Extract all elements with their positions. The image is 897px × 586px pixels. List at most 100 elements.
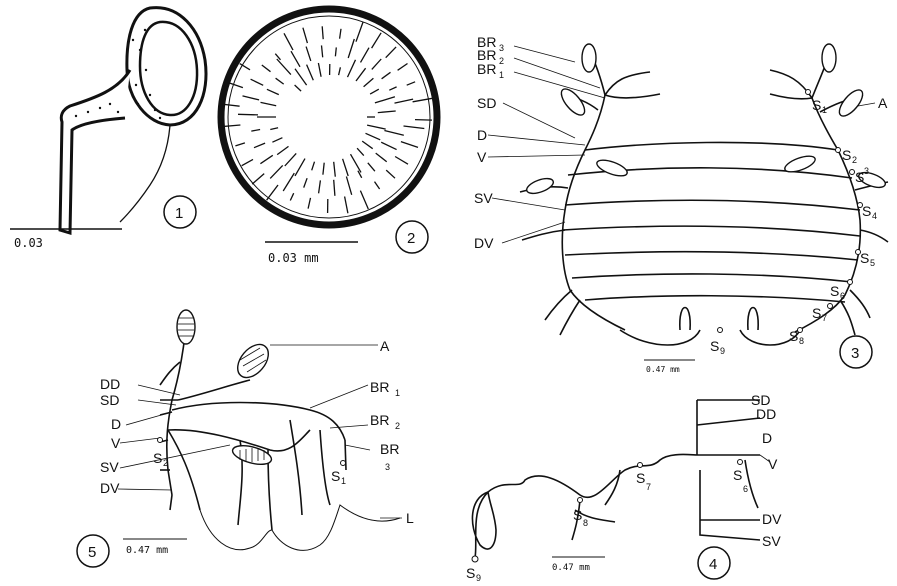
fig4-label-v: V [768, 456, 778, 472]
svg-text:S: S [636, 470, 645, 486]
fig2-spine [395, 99, 414, 103]
fig5-label-br3-sub: 3 [385, 462, 390, 472]
fig3-spiracles: S 1 S 2 S 3 S 4 S 5 S 6 S 7 S 8 S 9 [710, 90, 877, 357]
fig2-spine [242, 159, 253, 165]
svg-text:3: 3 [864, 166, 869, 176]
svg-text:7: 7 [646, 482, 651, 492]
fig2-spine [260, 155, 272, 163]
fig2-spine [340, 29, 341, 39]
fig2-spine [348, 60, 356, 77]
fig2-spine [285, 153, 296, 166]
fig3-scale-label: 0.47 mm [646, 365, 680, 374]
fig2-spine [375, 97, 395, 103]
fig2-spine [376, 153, 387, 162]
fig2-spine [357, 148, 364, 155]
fig2-spine [295, 69, 307, 85]
fig2-spine [335, 47, 336, 56]
fig2-spine [339, 67, 341, 75]
fig5-label-d: D [111, 416, 121, 432]
fig2-spine [238, 114, 258, 115]
fig2-spine [318, 63, 321, 77]
fig2-spine [295, 85, 302, 91]
fig2-spine [295, 159, 305, 176]
fig3-label-sv: SV [474, 190, 493, 206]
fig2-spine [262, 65, 271, 72]
fig2-spine [415, 120, 432, 121]
fig4-tracheae [472, 400, 760, 558]
fig3-label-br3-sub: 3 [499, 43, 504, 53]
fig5-label-sv: SV [100, 459, 119, 475]
fig5-label-a: A [380, 338, 390, 354]
fig2-spine [291, 51, 300, 67]
fig2-spine [386, 47, 396, 58]
figure-5: A DD SD D V SV DV BR 1 BR 2 BR 3 L S 2 S… [77, 310, 414, 567]
fig2-scale-label: 0.03 mm [268, 251, 319, 265]
fig1-thread [120, 125, 170, 222]
fig2-spine [386, 170, 395, 178]
fig2-ring [221, 9, 437, 225]
fig4-label-dd: DD [756, 406, 776, 422]
fig2-number: 2 [407, 230, 415, 247]
fig2-spine [270, 128, 278, 130]
fig4-label-sv: SV [762, 533, 781, 549]
fig2-spine [356, 22, 363, 42]
fig2-spines [219, 22, 432, 213]
fig3-label-a: A [878, 95, 888, 111]
fig2-spine [334, 162, 336, 177]
svg-text:2: 2 [852, 155, 857, 165]
fig2-spine [277, 59, 291, 75]
fig5-label-br3: BR [380, 441, 399, 457]
fig2-spine [323, 163, 324, 175]
svg-text:9: 9 [476, 573, 481, 583]
fig2-spine [272, 138, 282, 143]
fig5-label-dd: DD [100, 376, 120, 392]
fig2-spine [304, 178, 307, 187]
svg-text:6: 6 [840, 291, 845, 301]
fig2-spine [372, 59, 381, 69]
fig2-spine [364, 78, 374, 87]
fig2-spine [229, 83, 243, 88]
fig2-spine [254, 143, 265, 148]
fig2-spine [384, 131, 403, 136]
fig5-label-br1: BR [370, 379, 389, 395]
fig2-spine [284, 33, 293, 50]
fig2-spine [413, 98, 433, 102]
fig2-spine [275, 54, 280, 60]
fig3-label-br1: BR [477, 61, 496, 77]
fig5-label-v: V [111, 435, 121, 451]
fig2-spine [362, 141, 373, 149]
fig2-spine [283, 173, 294, 191]
svg-text:6: 6 [743, 484, 748, 494]
fig2-spine [398, 64, 408, 71]
fig2-spine [366, 133, 381, 140]
fig3-label-sd: SD [477, 95, 496, 111]
fig2-spine [360, 191, 368, 209]
fig2-spine [267, 185, 278, 200]
fig2-spine [303, 28, 308, 43]
svg-text:S: S [812, 97, 821, 113]
fig2-spine [361, 48, 370, 63]
fig1-inner-rim [140, 22, 197, 115]
svg-text:1: 1 [822, 105, 827, 115]
fig2-spine [407, 82, 415, 85]
svg-text:S: S [812, 305, 821, 321]
fig3-label-v: V [477, 149, 487, 165]
fig5-label-dv: DV [100, 480, 120, 496]
fig2-spine [334, 180, 335, 196]
fig4-label-d: D [762, 430, 772, 446]
fig4-label-dv: DV [762, 511, 782, 527]
fig1-scale-label: 0.03 [14, 236, 43, 250]
fig2-spine [267, 89, 279, 94]
fig2-spine [368, 163, 375, 171]
fig3-label-d: D [477, 127, 487, 143]
svg-text:8: 8 [583, 518, 588, 528]
fig2-spine [322, 26, 323, 39]
fig2-spine [251, 79, 264, 85]
fig2-spine [382, 72, 391, 79]
fig2-spine [395, 157, 408, 165]
fig5-label-br2: BR [370, 412, 389, 428]
fig2-spine [404, 126, 425, 129]
fig5-lobes [200, 505, 400, 550]
fig2-spine [372, 33, 382, 48]
figure-4: SD DD D V DV SV S 6 S 7 S 8 S 9 0.47 mm … [466, 392, 782, 583]
